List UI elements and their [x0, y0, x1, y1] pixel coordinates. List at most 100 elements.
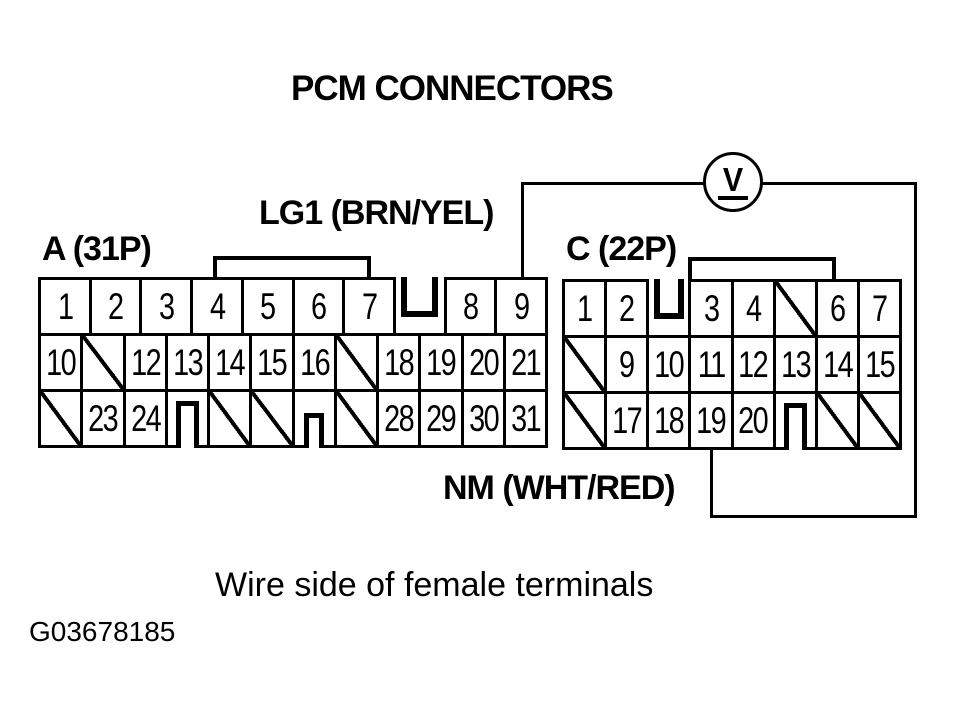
wire-top-right — [733, 182, 917, 185]
connector-a-row-1: 1 2 3 4 5 6 7 8 9 — [38, 277, 549, 336]
connector-c-row-2: 9 10 11 12 13 14 15 — [562, 335, 902, 394]
pin-a-2: 2 — [88, 277, 143, 336]
pin-c-15: 15 — [856, 335, 902, 394]
pin-a-20-label: 20 — [468, 342, 500, 383]
pin-c-19-label: 19 — [696, 400, 727, 441]
pin-a-9: 9 — [494, 277, 549, 336]
pin-a-8-label: 8 — [463, 286, 479, 327]
pin-c-7: 7 — [856, 279, 902, 338]
empty-cavity-c-8 — [562, 335, 608, 394]
connector-a-keyway-top — [392, 277, 447, 336]
pin-a-31-label: 31 — [510, 398, 542, 439]
pin-c-18: 18 — [646, 391, 692, 450]
pin-a-9-label: 9 — [513, 286, 530, 327]
pin-c-7-label: 7 — [872, 288, 888, 329]
pin-c-14: 14 — [814, 335, 860, 394]
pin-a-29: 29 — [418, 389, 464, 448]
pin-a-10-label: 10 — [46, 342, 77, 383]
voltmeter-underline — [718, 196, 748, 201]
pin-a-16: 16 — [291, 333, 337, 392]
pin-a-12-label: 12 — [130, 342, 162, 383]
pin-a-14: 14 — [207, 333, 253, 392]
empty-cavity-a-26 — [249, 389, 295, 448]
pin-a-4-label: 4 — [209, 286, 226, 327]
pin-c-11: 11 — [688, 335, 734, 394]
pin-a-7-label: 7 — [361, 286, 378, 327]
pin-c-20: 20 — [730, 391, 776, 450]
connector-a-label: A (31P) — [42, 230, 152, 268]
connector-c: 1 2 3 4 6 7 9 10 11 12 13 14 15 17 18 19… — [562, 279, 902, 450]
connector-c-row-1: 1 2 3 4 6 7 — [562, 279, 902, 338]
pin-c-3-label: 3 — [703, 288, 720, 329]
pin-a-4: 4 — [190, 277, 244, 336]
pin-a-5-label: 5 — [260, 286, 276, 327]
pin-a-3-label: 3 — [159, 286, 175, 327]
pin-c-14-label: 14 — [822, 344, 854, 385]
pin-c-1-label: 1 — [577, 288, 593, 329]
wire-lg1-vertical — [521, 182, 524, 278]
pin-a-10: 10 — [38, 333, 84, 392]
pin-a-16-label: 16 — [299, 342, 331, 383]
pin-a-29-label: 29 — [426, 398, 457, 439]
connector-c-row-3: 17 18 19 20 — [562, 391, 902, 450]
pin-a-28: 28 — [376, 389, 422, 448]
empty-cavity-a-17 — [333, 333, 379, 392]
pin-a-13-label: 13 — [172, 342, 204, 383]
pin-a-12: 12 — [122, 333, 168, 392]
pin-a-18-label: 18 — [384, 342, 415, 383]
figure-id: G03678185 — [29, 616, 176, 647]
connector-c-label: C (22P) — [566, 230, 677, 268]
wire-right-vertical — [914, 182, 917, 518]
pin-a-31: 31 — [502, 389, 548, 448]
wire-bottom — [710, 515, 917, 518]
pin-a-24-label: 24 — [130, 398, 162, 439]
pin-a-5: 5 — [240, 277, 295, 336]
pin-c-4-label: 4 — [745, 288, 762, 329]
pin-a-6-label: 6 — [311, 286, 327, 327]
pin-c-15-label: 15 — [864, 344, 896, 385]
pin-c-2: 2 — [604, 279, 650, 338]
pin-c-12-label: 12 — [738, 344, 770, 385]
pin-c-3: 3 — [688, 279, 734, 338]
pin-c-6-label: 6 — [830, 288, 846, 329]
connector-c-keyway-bottom — [772, 391, 818, 450]
pin-a-20: 20 — [460, 333, 506, 392]
pin-c-13: 13 — [772, 335, 818, 394]
pin-c-19: 19 — [688, 391, 734, 450]
pin-c-12: 12 — [730, 335, 776, 394]
pin-a-18: 18 — [376, 333, 422, 392]
lg1-bracket — [213, 256, 371, 278]
pin-a-13: 13 — [164, 333, 210, 392]
pin-c-11-label: 11 — [697, 344, 726, 385]
empty-cavity-a-25 — [207, 389, 253, 448]
wire-nm-vertical — [710, 448, 713, 518]
pin-a-30: 30 — [460, 389, 506, 448]
voltmeter-icon: V — [703, 152, 763, 212]
pin-c-20-label: 20 — [738, 400, 770, 441]
connector-a-row-2: 10 12 13 14 15 16 18 19 20 21 — [38, 333, 548, 392]
pin-c-10-label: 10 — [654, 344, 685, 385]
pin-a-19-label: 19 — [426, 342, 457, 383]
pin-c-1: 1 — [562, 279, 608, 338]
caption: Wire side of female terminals — [215, 566, 654, 604]
connector-c-bracket — [688, 257, 836, 280]
pin-a-30-label: 30 — [468, 398, 500, 439]
pin-a-3: 3 — [139, 277, 194, 336]
page-title: PCM CONNECTORS — [291, 69, 614, 108]
connector-a-row-3: 23 24 28 29 30 31 — [38, 389, 548, 448]
pin-a-23: 23 — [80, 389, 126, 448]
pin-a-21-label: 21 — [510, 342, 542, 383]
pin-c-2-label: 2 — [619, 288, 635, 329]
pin-c-10: 10 — [646, 335, 692, 394]
empty-cavity-c-21 — [814, 391, 860, 450]
pin-a-1: 1 — [38, 277, 92, 336]
pin-c-13-label: 13 — [780, 344, 812, 385]
empty-cavity-c-16 — [562, 391, 608, 450]
pin-a-1-label: 1 — [57, 286, 74, 327]
pin-a-14-label: 14 — [215, 342, 246, 383]
empty-cavity-a-27 — [333, 389, 379, 448]
voltmeter-symbol: V — [722, 160, 744, 198]
pin-a-19: 19 — [418, 333, 464, 392]
pin-a-24: 24 — [122, 389, 168, 448]
